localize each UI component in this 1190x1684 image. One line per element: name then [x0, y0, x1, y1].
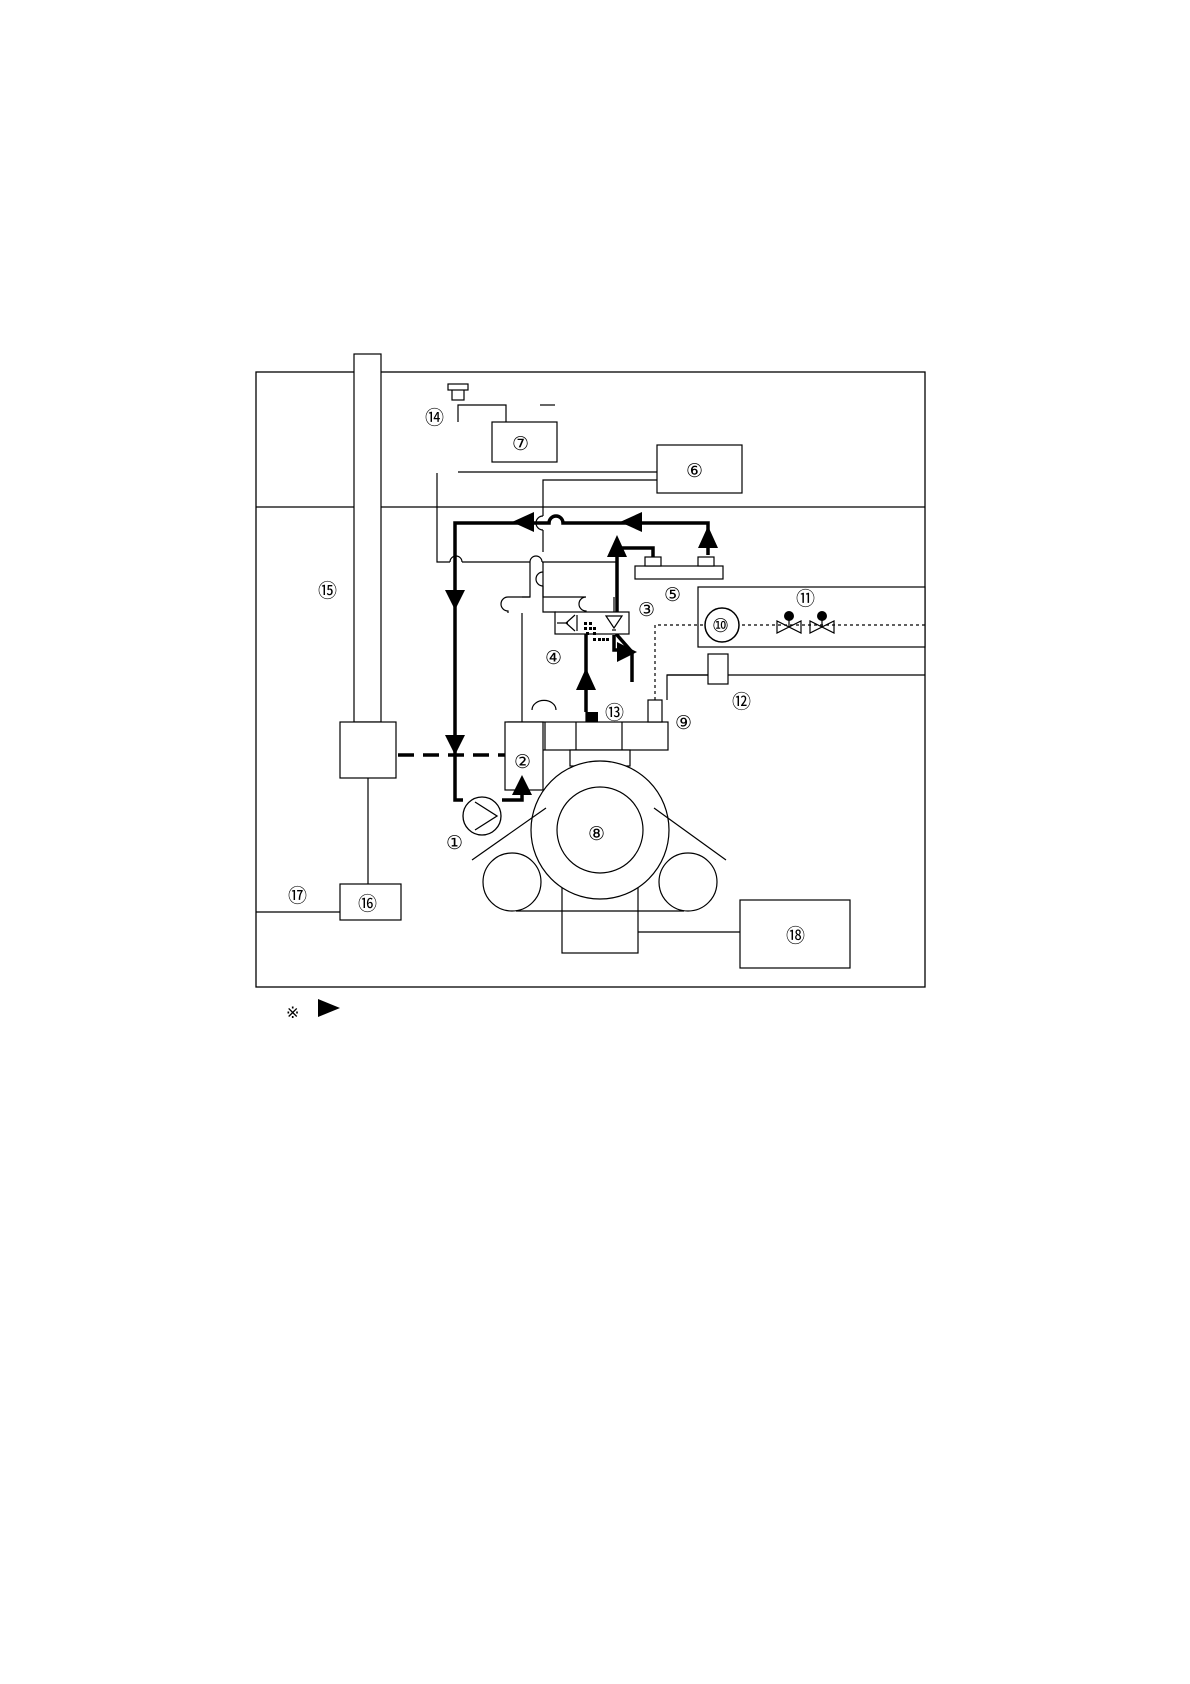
label-2: ②	[514, 751, 531, 773]
label-13: ⑬	[605, 702, 624, 724]
label-7: ⑦	[512, 433, 529, 455]
label-5: ⑤	[664, 584, 681, 606]
label-16: ⑯	[358, 893, 377, 915]
label-14: ⑭	[425, 407, 444, 429]
legend: ※	[286, 999, 340, 1022]
flow-arrow-legend-icon	[318, 999, 340, 1017]
label-11: ⑪	[796, 588, 815, 610]
label-1: ①	[446, 832, 463, 854]
temp-sensor-13	[586, 712, 598, 722]
label-10: ⑩	[712, 615, 729, 637]
label-18: ⑱	[786, 925, 805, 947]
label-15: ⑮	[318, 580, 337, 602]
label-9: ⑨	[675, 712, 692, 734]
sender-12	[667, 654, 728, 700]
pump-1	[463, 797, 501, 835]
exhaust-stack	[340, 354, 401, 920]
label-3: ③	[638, 599, 655, 621]
legend-note-mark: ※	[286, 1003, 299, 1022]
label-17: ⑰	[288, 885, 307, 907]
pressure-cap-14	[448, 384, 468, 400]
label-4: ④	[545, 647, 562, 669]
label-12: ⑫	[732, 691, 751, 713]
label-6: ⑥	[686, 460, 703, 482]
label-8: ⑧	[588, 823, 605, 845]
